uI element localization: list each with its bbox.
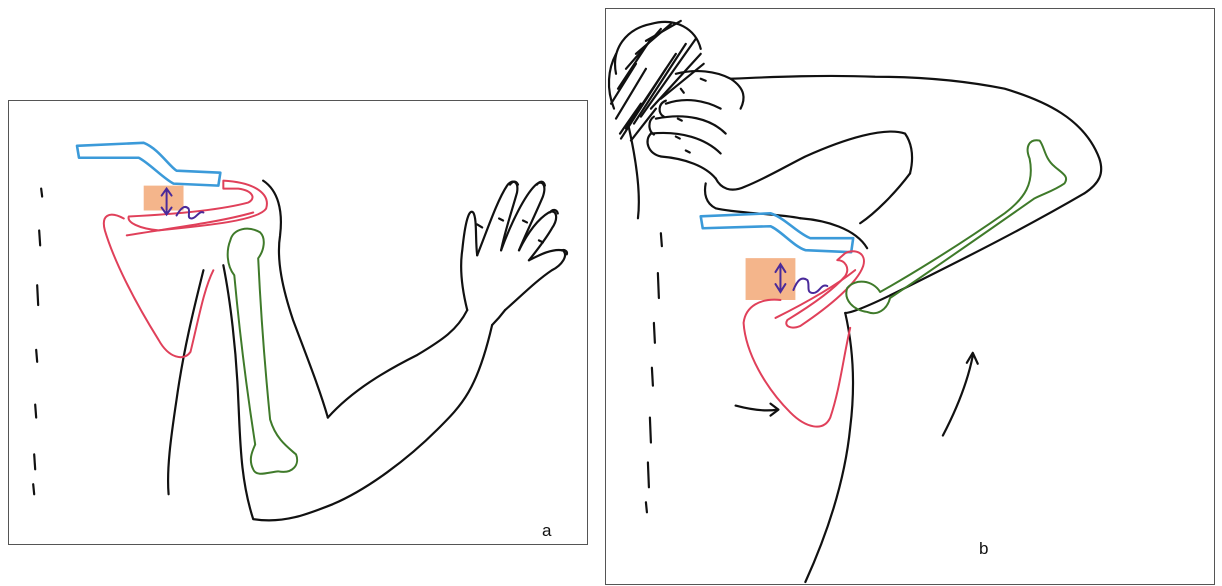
shoulder-top-outline	[800, 218, 867, 248]
panel-a: a	[8, 100, 588, 545]
upper-arm-outline	[845, 193, 1084, 313]
clavicle	[77, 143, 220, 186]
clavicle	[701, 213, 853, 252]
head-hair	[609, 21, 704, 141]
rotation-arrow-icon	[736, 404, 779, 416]
bursa-curl	[793, 279, 827, 293]
subacromial-space	[144, 186, 184, 211]
arm-outline	[223, 265, 492, 520]
elevation-arrow-icon	[943, 353, 978, 436]
forearm-lower-outline	[716, 132, 912, 190]
panel-label-a: a	[542, 521, 551, 541]
torso-side-outline	[168, 270, 203, 494]
panel-label-b: b	[979, 539, 988, 559]
forearm-outline	[731, 76, 1102, 193]
spine-line	[646, 233, 662, 512]
panel-b: b	[605, 8, 1215, 585]
spine-line	[33, 189, 42, 495]
subacromial-space	[746, 258, 796, 300]
forearm-outline	[328, 310, 467, 418]
humerus	[846, 140, 1066, 313]
trunk-outline	[263, 181, 328, 418]
hand	[461, 182, 567, 325]
panel-b-drawing	[606, 9, 1214, 584]
arm-inner-outline	[860, 173, 910, 223]
panel-a-drawing	[9, 101, 587, 544]
humerus	[228, 229, 297, 474]
